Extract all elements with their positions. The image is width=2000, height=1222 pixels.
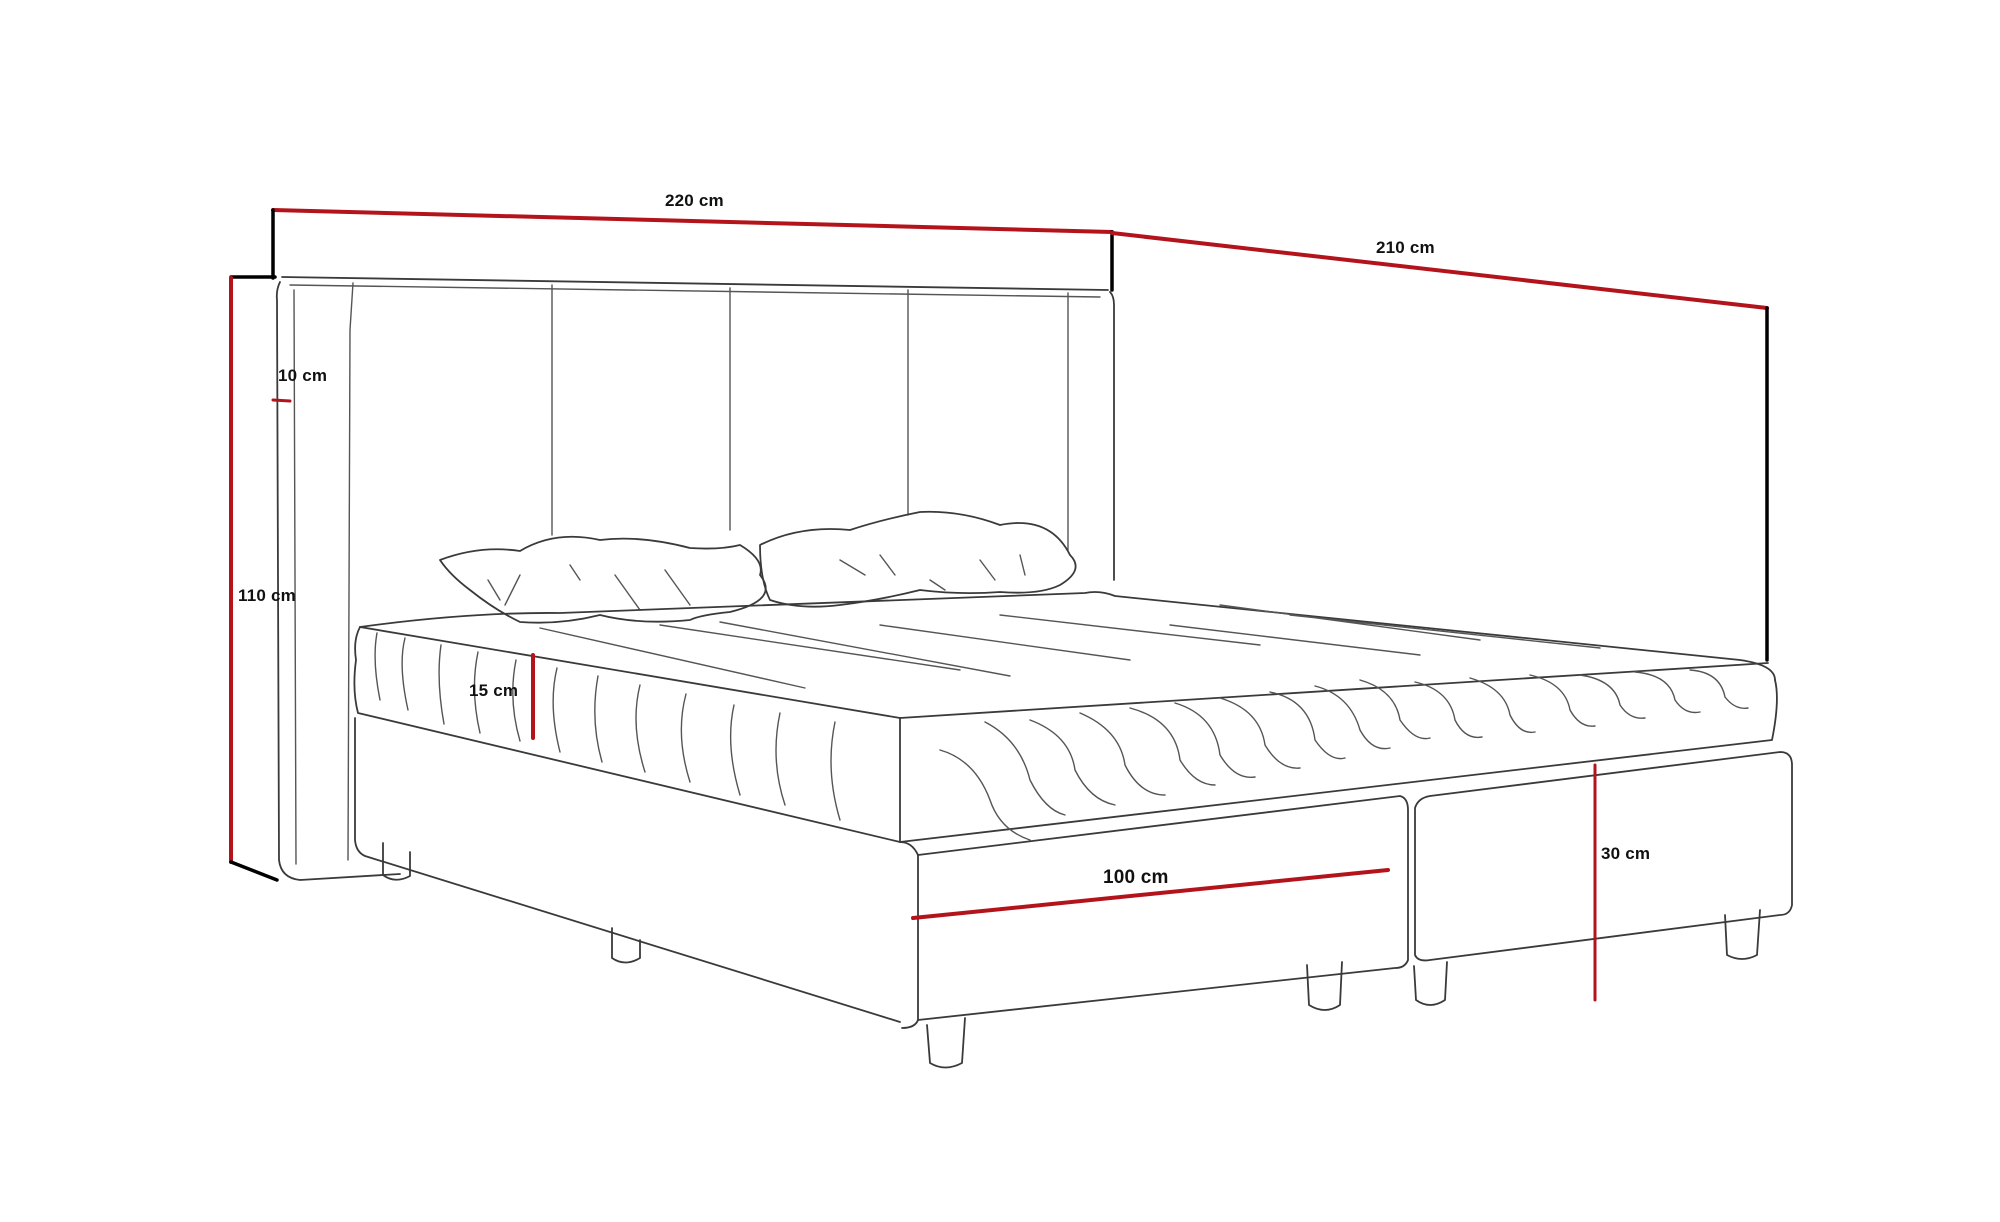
headboard-height-label: 110 cm xyxy=(238,586,296,605)
width-dimension-line xyxy=(271,208,1114,234)
height-tick-bottom xyxy=(229,860,279,882)
leg-front-mid xyxy=(1306,961,1343,1011)
length-label: 210 cm xyxy=(1376,238,1435,257)
headboard xyxy=(275,276,1115,881)
thickness-label: 10 cm xyxy=(278,366,328,385)
leg-front-left xyxy=(926,1017,966,1069)
length-dimension-line xyxy=(1110,231,1769,310)
base-height-label: 30 cm xyxy=(1601,844,1651,863)
mattress-height-label: 15 cm xyxy=(469,681,519,700)
leg-right xyxy=(1724,909,1761,960)
pillows xyxy=(439,510,1077,624)
leg-middle-left xyxy=(611,927,641,964)
width-label: 220 cm xyxy=(665,191,724,210)
base-width-label: 100 cm xyxy=(1103,867,1169,888)
base-width-line xyxy=(911,868,1390,920)
leg-back-left xyxy=(382,842,411,881)
thickness-dimension-line xyxy=(271,398,292,403)
leg-front-right-a xyxy=(1413,961,1448,1006)
dimension-lines xyxy=(229,208,1769,1002)
mattress xyxy=(353,591,1778,843)
box-base xyxy=(354,717,1793,1069)
